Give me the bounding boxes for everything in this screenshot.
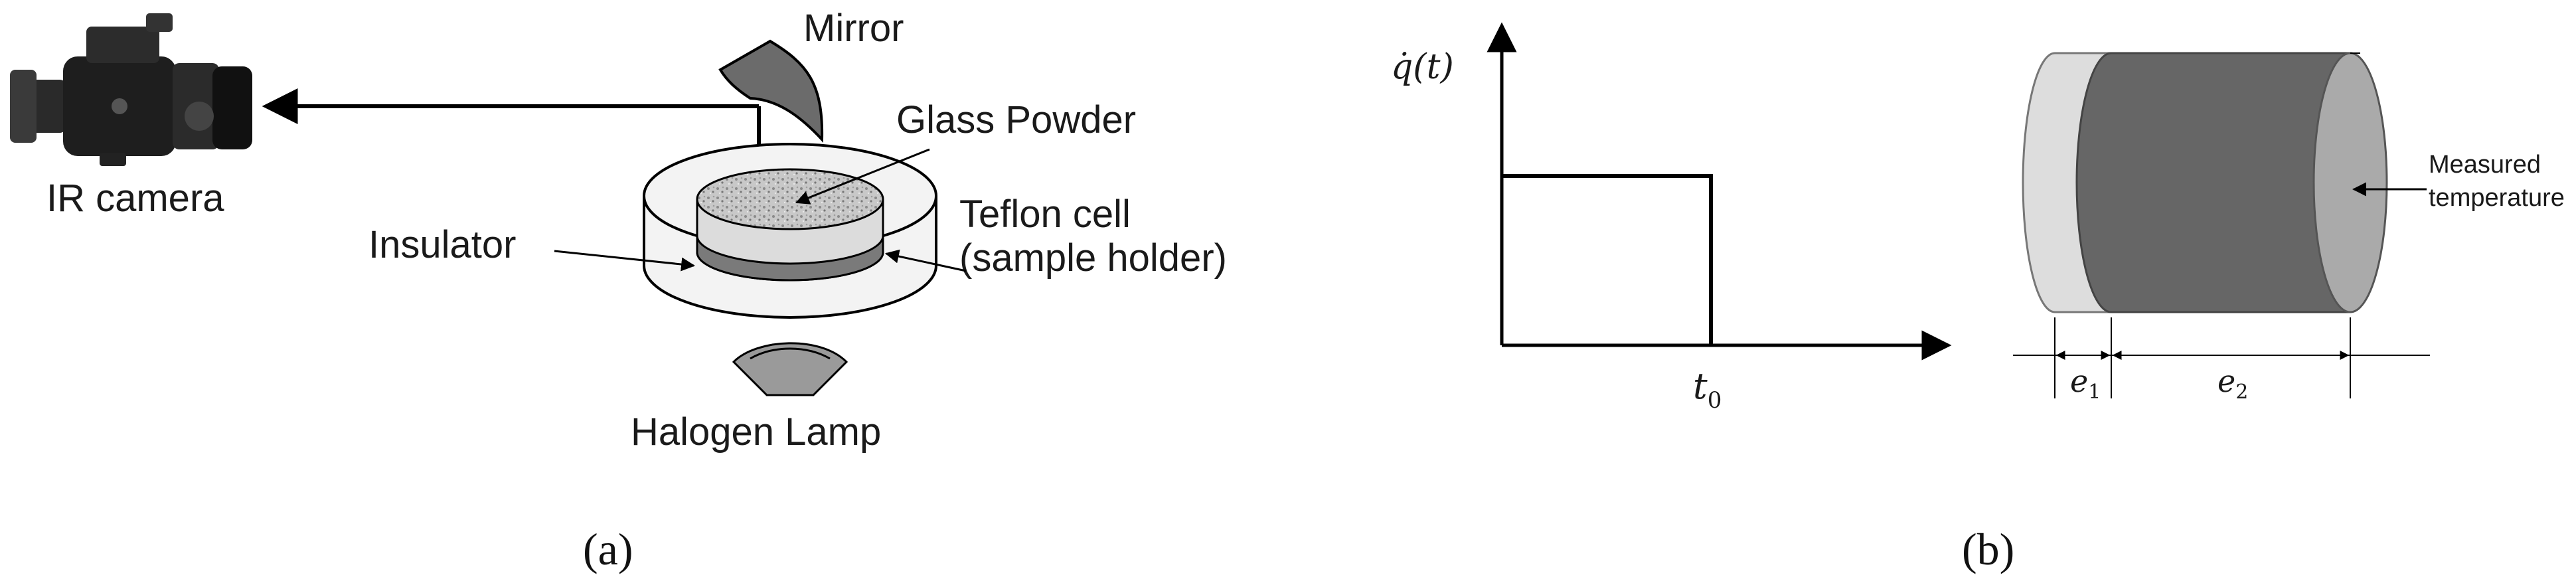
- insulator-arrow: [554, 250, 696, 272]
- glass-powder-arrow: [795, 148, 930, 205]
- mirror-icon: [718, 39, 824, 143]
- insulator-label: Insulator: [368, 223, 516, 266]
- x-tick-sub: 0: [1708, 387, 1722, 414]
- e1-sub: 1: [2088, 380, 2101, 404]
- teflon-cell-label: Teflon cell: [959, 193, 1131, 236]
- halogen-lamp-label: Halogen Lamp: [631, 410, 881, 454]
- halogen-lamp-icon: [732, 342, 848, 396]
- layer-2: [2075, 52, 2352, 313]
- lamp-reflector-curve: [750, 347, 831, 360]
- sample-disk: [696, 235, 884, 282]
- e2-main: e: [2217, 363, 2235, 399]
- panel-a: Mirror Glass Powder IR camera Teflon cel…: [10, 7, 1227, 574]
- ir-camera-label: IR camera: [46, 177, 224, 220]
- x-tick-label: t0: [1693, 365, 1722, 414]
- panel-b: q̇(t) t0 Measured temperature e1: [1391, 22, 2565, 574]
- e2-sub: 2: [2235, 380, 2248, 404]
- end-face: [2312, 52, 2388, 313]
- pulse-signal: [1502, 174, 1713, 345]
- caption-a: (a): [583, 524, 633, 574]
- glass-powder-surface: [696, 168, 884, 230]
- teflon-cell-arrow: [884, 249, 967, 272]
- e2-label: e2: [2217, 363, 2248, 404]
- sample-holder-label: (sample holder): [959, 236, 1227, 280]
- measured-temperature-label-line1: Measured: [2429, 151, 2541, 179]
- ir-camera-icon: [10, 13, 252, 166]
- measured-temperature-label-line2: temperature: [2429, 184, 2565, 212]
- glass-powder-label: Glass Powder: [896, 98, 1136, 141]
- e1-label: e1: [2070, 363, 2101, 404]
- x-tick-main: t: [1693, 365, 1708, 407]
- caption-b: (b): [1962, 524, 2014, 574]
- teflon-cell: [643, 143, 937, 319]
- mirror-label: Mirror: [803, 7, 904, 50]
- y-axis-label: q̇(t): [1391, 47, 1454, 87]
- heat-pulse-graph: q̇(t) t0: [1391, 22, 1952, 414]
- two-layer-cylinder: Measured temperature e1 e2: [2013, 52, 2565, 404]
- e1-main: e: [2070, 363, 2088, 399]
